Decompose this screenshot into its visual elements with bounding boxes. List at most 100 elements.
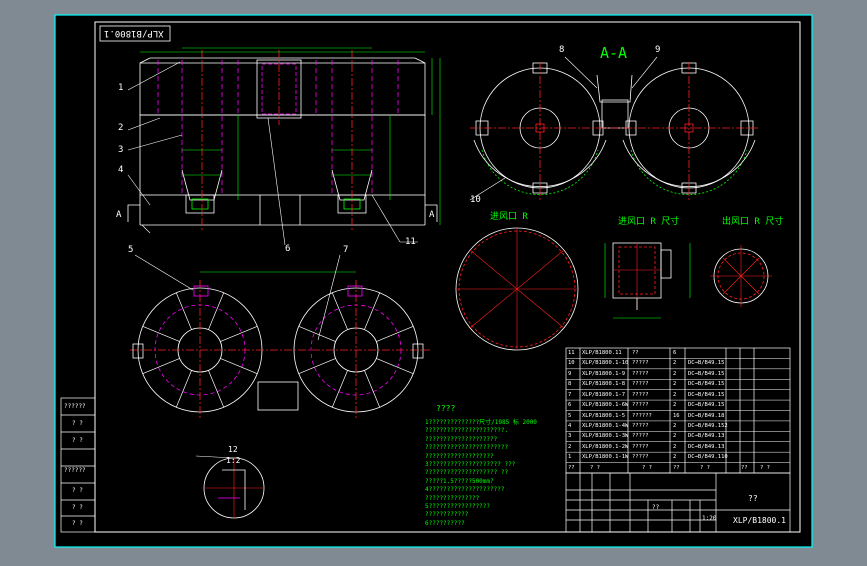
- view-label-outlet: 出风口 R 尺寸: [722, 217, 784, 227]
- parts-header-code: ? ?: [590, 464, 600, 471]
- parts-cell-no: 5: [568, 412, 572, 419]
- callout-4: 4: [118, 165, 124, 175]
- parts-cell-no: 2: [568, 443, 572, 450]
- note-line: 3???????????????????? ???: [425, 461, 516, 468]
- left-strip-1: ??????: [64, 403, 86, 410]
- parts-cell-name: ?????: [632, 443, 649, 450]
- parts-cell-qty: 16: [673, 412, 680, 419]
- parts-cell-name: ??????: [632, 412, 652, 419]
- note-line: 1??????????????尺寸/1985 标 2000: [425, 419, 537, 426]
- parts-cell-name: ?????: [632, 381, 649, 388]
- baffle-line: [142, 358, 180, 375]
- detail-scale: 1:2: [226, 456, 241, 465]
- parts-cell-code: XLP/B1800.1-6W: [582, 402, 629, 409]
- parts-cell-std: DC→B/B49.15: [688, 391, 725, 398]
- parts-cell-qty: 2: [673, 422, 677, 429]
- callout-3: 3: [118, 145, 124, 155]
- callout-8: 8: [559, 45, 565, 55]
- inlet-ring-view: [455, 227, 579, 351]
- title-block: [565, 472, 791, 533]
- note-line: ???????????????????: [425, 452, 494, 460]
- left-strip-6: ? ?: [72, 504, 83, 511]
- parts-cell-no: 4: [568, 422, 572, 429]
- parts-cell-qty: 2: [673, 381, 677, 388]
- parts-cell-code: XLP/B1800.1-7: [582, 391, 626, 398]
- parts-cell-std: DC→B/B49.13: [688, 443, 725, 450]
- note-line: ????????????????????: [425, 435, 498, 443]
- inner-border: [94, 21, 801, 533]
- parts-header-note: ? ?: [760, 464, 770, 471]
- left-strip-3: ? ?: [72, 437, 83, 444]
- left-strip-5: ? ?: [72, 487, 83, 494]
- title-block-scale: 1:20: [702, 515, 717, 522]
- parts-cell-std: DC→B/B49.15: [688, 370, 725, 377]
- parts-list-row-lines: [566, 358, 790, 463]
- title-block-sheet: ??: [652, 504, 660, 511]
- baffle-line: [208, 292, 225, 330]
- parts-cell-code: XLP/B1800.1-5: [582, 412, 626, 419]
- parts-cell-qty: 2: [673, 454, 677, 461]
- baffle-line: [175, 370, 192, 408]
- baffle-line: [331, 292, 348, 330]
- callout-1: 1: [118, 83, 124, 93]
- notes-title: ????: [436, 404, 456, 413]
- callout-6: 6: [285, 244, 291, 254]
- parts-cell-qty: 2: [673, 402, 677, 409]
- baffle-line: [142, 325, 180, 342]
- baffle-line: [376, 358, 414, 375]
- parts-cell-qty: 2: [673, 443, 677, 450]
- parts-cell-no: 6: [568, 402, 572, 409]
- note-line: ????????????: [425, 511, 469, 519]
- parts-cell-name: ?????: [632, 360, 649, 367]
- baffle-line: [331, 370, 348, 408]
- parts-header-std: ? ?: [700, 464, 710, 471]
- callout-2: 2: [118, 123, 124, 133]
- baffle-line: [298, 358, 336, 375]
- parts-cell-name: ?????: [632, 370, 649, 377]
- baffle-line: [220, 325, 258, 342]
- note-line: ???????????????: [425, 494, 480, 502]
- parts-cell-qty: 2: [673, 433, 677, 440]
- parts-cell-no: 8: [568, 381, 572, 388]
- baffle-line: [220, 358, 258, 375]
- callout-9: 9: [655, 45, 661, 55]
- parts-cell-name: ?????: [632, 422, 649, 429]
- parts-cell-code: XLP/B1800.11: [582, 350, 622, 356]
- parts-cell-std: DC→B/B49.13: [688, 433, 725, 440]
- outlet-ring-view: [710, 245, 772, 307]
- parts-cell-name: ?????: [632, 391, 649, 398]
- section-mark-left: A: [116, 210, 122, 220]
- plan-view: [130, 254, 430, 420]
- parts-cell-no: 7: [568, 391, 572, 398]
- parts-cell-name: ?????: [632, 433, 649, 440]
- parts-cell-qty: 6: [673, 350, 677, 356]
- parts-cell-no: 11: [568, 350, 575, 356]
- inlet-detail-view: [604, 242, 691, 319]
- drawing-number-box: XLP/B1800.1: [104, 28, 164, 38]
- parts-cell-no: 1: [568, 454, 572, 461]
- parts-cell-code: XLP/B1800.1-4W: [582, 422, 629, 429]
- parts-cell-name: ??: [632, 350, 639, 356]
- view-label-inlet: 进风口 R 尺寸: [618, 217, 680, 227]
- callout-10: 10: [470, 195, 481, 205]
- baffle-line: [376, 325, 414, 342]
- parts-header-name: ? ?: [642, 464, 652, 471]
- baffle-line: [208, 370, 225, 408]
- parts-cell-std: DC→B/B49.15: [688, 360, 725, 367]
- note-line: 6??????????: [425, 519, 465, 527]
- drawing-sheet: [54, 14, 813, 548]
- note-line: ?????1.5?????500mm?: [425, 477, 494, 485]
- detail-12-view: [195, 455, 265, 519]
- note-line: ??????????????????????.: [425, 427, 509, 435]
- baffle-line: [364, 370, 381, 408]
- parts-cell-code: XLP/B1800.1-3W: [582, 433, 629, 440]
- parts-cell-std: DC→B/B49.18: [688, 412, 725, 419]
- detail-number: 12: [228, 445, 238, 454]
- section-a-a-view: [469, 56, 760, 201]
- left-revision-strip: [60, 397, 96, 533]
- parts-cell-std: DC→B/B49.152: [688, 422, 728, 429]
- callout-7: 7: [343, 245, 349, 255]
- parts-cell-name: ?????: [632, 454, 649, 461]
